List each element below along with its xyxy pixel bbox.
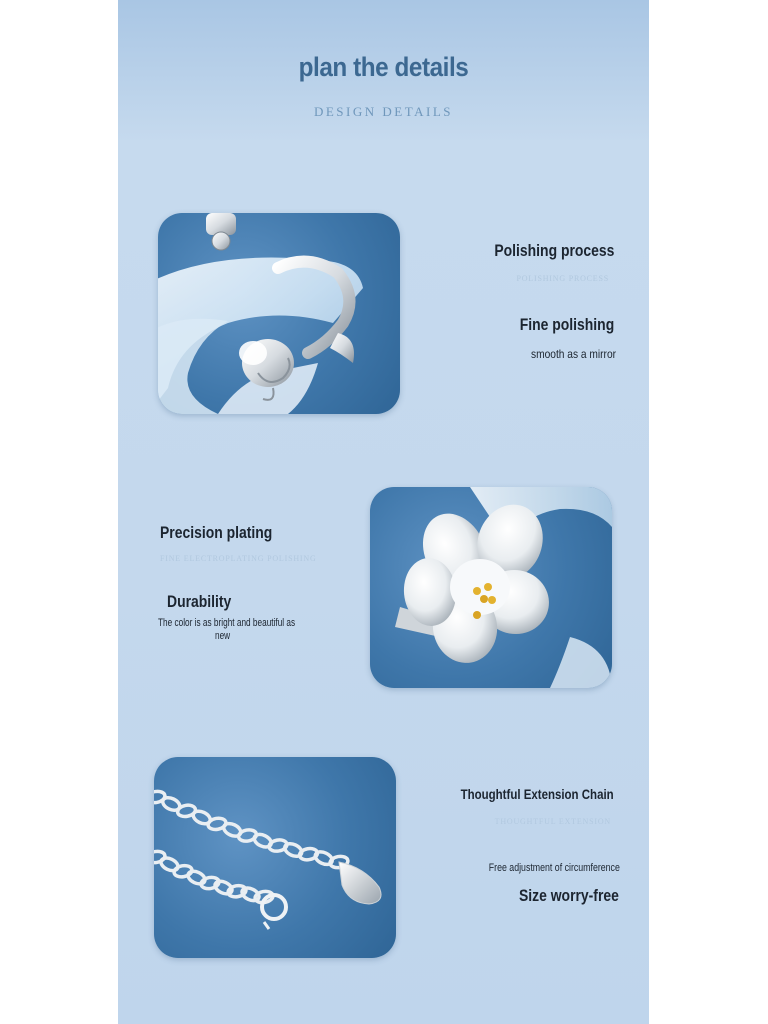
section-3-feature: Size worry-free [519, 886, 619, 905]
chain-link [154, 849, 167, 865]
page-subtitle: DESIGN DETAILS [313, 104, 454, 119]
chain-link [186, 869, 207, 886]
detail-panel: plan the details DESIGN DETAILS [118, 0, 649, 1024]
section-2-heading: Precision plating [160, 523, 273, 542]
chain-link [154, 789, 167, 805]
section-3-description: Free adjustment of circumference [488, 862, 620, 874]
chain-link [206, 816, 228, 832]
section-3-heading: Thoughtful Extension Chain [460, 786, 614, 802]
flower-ring-photo [370, 487, 612, 688]
chain-link [175, 803, 198, 819]
extension-chain-illustration [154, 789, 382, 930]
chain-link [159, 856, 180, 873]
section-2-description-line2: new [215, 630, 231, 642]
section-2-description-line1: The color is as bright and beautiful as [158, 617, 296, 629]
pendant-photo [158, 213, 400, 414]
section-1-description: smooth as a mirror [530, 347, 616, 361]
chain-link [213, 879, 234, 896]
section-1-ghost-text: POLISHING PROCESS [516, 274, 609, 283]
page-title: plan the details [298, 52, 469, 82]
flower-ring-illustration [395, 487, 612, 688]
section-2-feature: Durability [167, 592, 232, 611]
section-2-ghost-text: FINE ELECTROPLATING POLISHING [160, 554, 317, 563]
section-3-ghost-text: THOUGHTFUL EXTENSION [494, 817, 611, 826]
pendant-illustration [158, 213, 363, 414]
section-1-heading: Polishing process [493, 241, 614, 260]
chain-link [240, 886, 261, 903]
section-1-feature: Fine polishing [519, 315, 614, 334]
extension-chain-photo [154, 757, 396, 958]
